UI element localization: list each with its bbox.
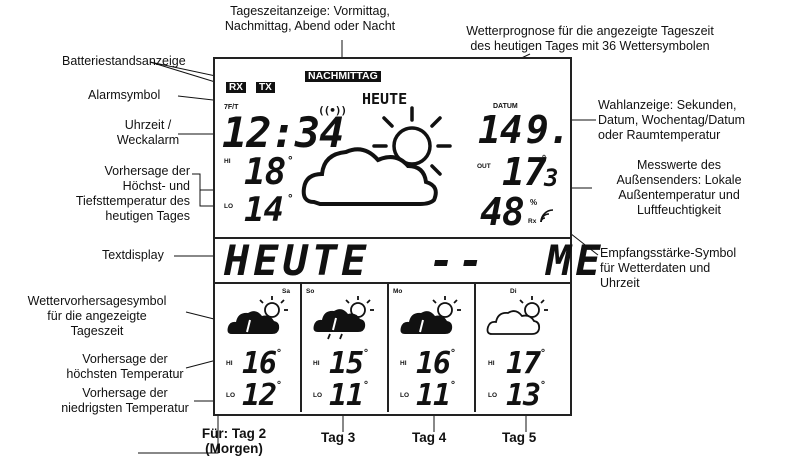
date-month-value: 9.	[526, 108, 571, 152]
day2-hi-degree: °	[363, 348, 369, 359]
hi-today-degree: °	[287, 154, 294, 167]
day3-lo-value: 11	[416, 378, 451, 413]
label-battery: Batteriestandsanzeige	[62, 54, 186, 68]
label-selection: Wahlanzeige: Sekunden, Datum, Wochentag/…	[598, 98, 746, 142]
hi-today-value: 18	[244, 152, 286, 193]
day3-lo-label: LO	[400, 392, 410, 399]
divider-day-2	[387, 282, 389, 412]
label-textdisplay: Textdisplay	[102, 248, 164, 262]
day3-hi-value: 16	[416, 346, 451, 381]
label-daytime: Tageszeitanzeige: Vormittag, Nachmittag,…	[224, 4, 396, 33]
day4-lo-value: 13	[506, 378, 541, 413]
label-time: Uhrzeit / Weckalarm	[116, 118, 180, 147]
humidity-value: 48	[480, 190, 525, 234]
day1-lo-degree: °	[276, 380, 282, 391]
lo-today-label: LO	[224, 203, 234, 210]
day2-lo-label: LO	[313, 392, 323, 399]
day1-label: Sa	[282, 288, 290, 295]
lo-today-degree: °	[287, 192, 294, 205]
day2-cloud-rain-sun-icon	[313, 296, 374, 340]
day3-lo-degree: °	[450, 380, 456, 391]
tx-badge: TX	[256, 82, 275, 93]
day4-hi-degree: °	[540, 348, 546, 359]
lcd-display	[213, 57, 572, 416]
day4-hi-label: HI	[488, 360, 495, 367]
label-tag5: Tag 5	[502, 430, 537, 445]
day4-lo-degree: °	[540, 380, 546, 391]
day3-hi-degree: °	[450, 348, 456, 359]
day4-cloud-sun-icon	[486, 296, 548, 335]
alarm-icon: ((•))	[318, 104, 347, 117]
day4-hi-value: 17	[506, 346, 541, 381]
day1-hi-label: HI	[226, 360, 233, 367]
day2-lo-degree: °	[363, 380, 369, 391]
label-signal: Empfangsstärke-Symbol für Wetterdaten un…	[600, 246, 737, 290]
divider-day-1	[300, 282, 302, 412]
day4-label: Di	[510, 288, 517, 295]
label-forecast: Wetterprognose für die angezeigte Tagesz…	[466, 24, 714, 53]
label-outdoor: Messwerte des Außensenders: Lokale Außen…	[616, 158, 742, 217]
day2-label: So	[306, 288, 315, 295]
out-temp-degree: °	[541, 154, 547, 165]
date-day-value: 14	[478, 108, 523, 152]
date-label: DATUM	[493, 103, 518, 110]
day1-lo-value: 12	[242, 378, 277, 413]
period-badge: NACHMITTAG	[305, 71, 381, 82]
day2-hi-value: 15	[329, 346, 364, 381]
lo-today-value: 14	[244, 190, 284, 230]
day3-cloud-rain-sun-icon	[400, 296, 461, 334]
label-lo-temp: Vorhersage der niedrigsten Temperatur	[61, 386, 189, 415]
day2-hi-label: HI	[313, 360, 320, 367]
signal-strength-icon	[540, 209, 554, 223]
divider-text-top	[213, 237, 570, 239]
hi-today-label: HI	[224, 158, 231, 165]
day2-lo-value: 11	[329, 378, 364, 413]
out-temp-decimal: 3	[544, 164, 558, 192]
forecast-cloud-sun-icon	[301, 106, 452, 206]
out-temp-value: 17	[502, 150, 547, 194]
label-tag3: Tag 3	[321, 430, 356, 445]
label-hi-temp: Vorhersage der höchsten Temperatur	[66, 352, 184, 381]
divider-day-3	[474, 282, 476, 412]
rx-badge: RX	[226, 82, 246, 93]
label-hilo-today: Vorhersage der Höchst- und Tiefsttempera…	[75, 164, 190, 223]
label-symbol-daytime: Wettervorhersagesymbol für die angezeigt…	[27, 294, 167, 338]
day3-label: Mo	[393, 288, 403, 295]
text-display-value: HEUTE -- ME	[224, 236, 605, 285]
day1-hi-value: 16	[242, 346, 277, 381]
day3-hi-label: HI	[400, 360, 407, 367]
day1-cloud-rain-sun-icon	[227, 296, 288, 334]
divider-text-bottom	[213, 282, 570, 284]
out-label: OUT	[477, 163, 491, 170]
humidity-unit: %	[530, 198, 538, 207]
unit-label: 7F/T	[224, 104, 239, 111]
label-alarm: Alarmsymbol	[88, 88, 161, 102]
rx-small-label: Rx	[528, 218, 537, 225]
label-tag2: Für: Tag 2 (Morgen)	[201, 426, 267, 456]
time-value: 12:34	[222, 108, 344, 157]
day1-lo-label: LO	[226, 392, 236, 399]
label-tag4: Tag 4	[412, 430, 447, 445]
day4-lo-label: LO	[488, 392, 498, 399]
day1-hi-degree: °	[276, 348, 282, 359]
today-label: HEUTE	[362, 90, 408, 108]
